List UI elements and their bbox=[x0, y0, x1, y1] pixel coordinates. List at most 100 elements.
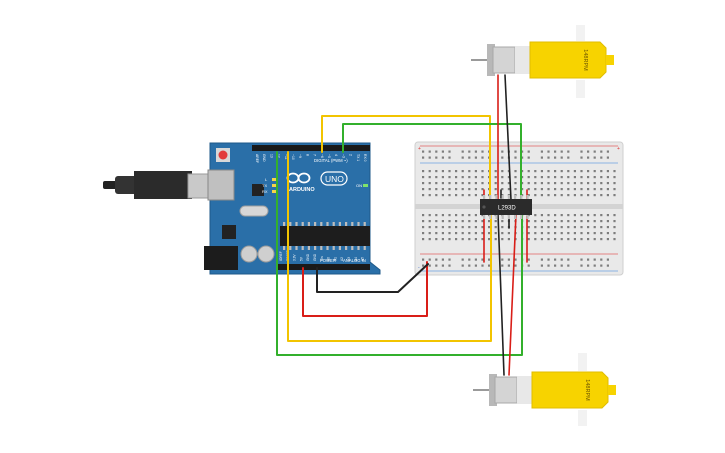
breadboard-hole[interactable] bbox=[606, 182, 609, 185]
breadboard-hole[interactable] bbox=[527, 264, 530, 267]
breadboard-hole[interactable] bbox=[580, 194, 583, 197]
breadboard-hole[interactable] bbox=[606, 176, 609, 179]
breadboard-hole[interactable] bbox=[613, 182, 616, 185]
breadboard-hole[interactable] bbox=[527, 220, 530, 223]
breadboard-hole[interactable] bbox=[514, 170, 517, 173]
breadboard-hole[interactable] bbox=[540, 238, 543, 241]
breadboard-hole[interactable] bbox=[461, 264, 464, 267]
breadboard-hole[interactable] bbox=[567, 220, 570, 223]
breadboard-hole[interactable] bbox=[481, 182, 484, 185]
breadboard-hole[interactable] bbox=[422, 182, 425, 185]
breadboard-hole[interactable] bbox=[474, 150, 477, 153]
breadboard-hole[interactable] bbox=[501, 238, 504, 241]
breadboard-hole[interactable] bbox=[474, 156, 477, 159]
breadboard-hole[interactable] bbox=[441, 150, 444, 153]
reset-button[interactable] bbox=[218, 150, 228, 160]
breadboard-hole[interactable] bbox=[455, 170, 458, 173]
breadboard-hole[interactable] bbox=[593, 258, 596, 261]
breadboard-hole[interactable] bbox=[422, 214, 425, 217]
breadboard-hole[interactable] bbox=[600, 182, 603, 185]
breadboard-hole[interactable] bbox=[521, 150, 524, 153]
breadboard-hole[interactable] bbox=[527, 258, 530, 261]
breadboard-hole[interactable] bbox=[494, 170, 497, 173]
breadboard-hole[interactable] bbox=[481, 150, 484, 153]
breadboard-hole[interactable] bbox=[501, 258, 504, 261]
wire-yellow-bottom[interactable] bbox=[287, 151, 492, 342]
breadboard-hole[interactable] bbox=[448, 258, 451, 261]
breadboard-hole[interactable] bbox=[455, 220, 458, 223]
breadboard-hole[interactable] bbox=[514, 182, 517, 185]
breadboard-hole[interactable] bbox=[554, 258, 557, 261]
breadboard-hole[interactable] bbox=[580, 188, 583, 191]
breadboard-hole[interactable] bbox=[441, 258, 444, 261]
breadboard-hole[interactable] bbox=[613, 226, 616, 229]
breadboard-hole[interactable] bbox=[613, 194, 616, 197]
breadboard-hole[interactable] bbox=[613, 214, 616, 217]
arduino-uno-board[interactable]: DIGITAL (PWM ~) POWER ANALOG IN L TX RX … bbox=[204, 142, 381, 275]
breadboard-hole[interactable] bbox=[534, 170, 537, 173]
breadboard-hole[interactable] bbox=[540, 176, 543, 179]
wire-motor-bottom-red[interactable] bbox=[508, 213, 517, 376]
breadboard-hole[interactable] bbox=[606, 220, 609, 223]
breadboard-hole[interactable] bbox=[422, 150, 425, 153]
breadboard-hole[interactable] bbox=[468, 232, 471, 235]
breadboard-hole[interactable] bbox=[593, 194, 596, 197]
breadboard-hole[interactable] bbox=[527, 238, 530, 241]
breadboard-hole[interactable] bbox=[600, 176, 603, 179]
breadboard-hole[interactable] bbox=[455, 238, 458, 241]
breadboard-hole[interactable] bbox=[580, 264, 583, 267]
breadboard-hole[interactable] bbox=[448, 264, 451, 267]
breadboard-hole[interactable] bbox=[606, 150, 609, 153]
breadboard-hole[interactable] bbox=[540, 170, 543, 173]
breadboard-hole[interactable] bbox=[560, 226, 563, 229]
breadboard-hole[interactable] bbox=[534, 214, 537, 217]
breadboard-hole[interactable] bbox=[461, 170, 464, 173]
breadboard-hole[interactable] bbox=[422, 258, 425, 261]
breadboard-hole[interactable] bbox=[468, 238, 471, 241]
breadboard-hole[interactable] bbox=[600, 150, 603, 153]
breadboard-hole[interactable] bbox=[501, 182, 504, 185]
breadboard-hole[interactable] bbox=[501, 232, 504, 235]
breadboard-hole[interactable] bbox=[587, 176, 590, 179]
breadboard-hole[interactable] bbox=[435, 238, 438, 241]
breadboard-hole[interactable] bbox=[613, 176, 616, 179]
breadboard-hole[interactable] bbox=[428, 176, 431, 179]
breadboard-hole[interactable] bbox=[521, 176, 524, 179]
breadboard-hole[interactable] bbox=[567, 170, 570, 173]
breadboard-hole[interactable] bbox=[560, 182, 563, 185]
breadboard-hole[interactable] bbox=[422, 188, 425, 191]
breadboard-hole[interactable] bbox=[547, 194, 550, 197]
breadboard-hole[interactable] bbox=[461, 258, 464, 261]
breadboard-hole[interactable] bbox=[554, 220, 557, 223]
breadboard-hole[interactable] bbox=[560, 264, 563, 267]
breadboard-hole[interactable] bbox=[554, 182, 557, 185]
breadboard-hole[interactable] bbox=[580, 182, 583, 185]
breadboard-hole[interactable] bbox=[435, 170, 438, 173]
breadboard-hole[interactable] bbox=[534, 176, 537, 179]
breadboard-hole[interactable] bbox=[422, 176, 425, 179]
breadboard-hole[interactable] bbox=[455, 176, 458, 179]
breadboard-hole[interactable] bbox=[593, 232, 596, 235]
breadboard-hole[interactable] bbox=[606, 226, 609, 229]
breadboard-hole[interactable] bbox=[514, 176, 517, 179]
breadboard-hole[interactable] bbox=[567, 238, 570, 241]
breadboard-hole[interactable] bbox=[554, 150, 557, 153]
breadboard-hole[interactable] bbox=[580, 176, 583, 179]
breadboard-hole[interactable] bbox=[600, 264, 603, 267]
breadboard-hole[interactable] bbox=[554, 170, 557, 173]
breadboard-hole[interactable] bbox=[422, 220, 425, 223]
breadboard-hole[interactable] bbox=[593, 238, 596, 241]
breadboard-hole[interactable] bbox=[488, 264, 491, 267]
breadboard-hole[interactable] bbox=[527, 188, 530, 191]
breadboard-hole[interactable] bbox=[527, 176, 530, 179]
breadboard-hole[interactable] bbox=[540, 156, 543, 159]
breadboard-hole[interactable] bbox=[461, 182, 464, 185]
breadboard-hole[interactable] bbox=[527, 150, 530, 153]
breadboard-hole[interactable] bbox=[527, 232, 530, 235]
breadboard-hole[interactable] bbox=[573, 232, 576, 235]
breadboard-hole[interactable] bbox=[514, 264, 517, 267]
breadboard-hole[interactable] bbox=[593, 170, 596, 173]
breadboard-hole[interactable] bbox=[435, 188, 438, 191]
breadboard-hole[interactable] bbox=[587, 182, 590, 185]
breadboard-hole[interactable] bbox=[587, 150, 590, 153]
